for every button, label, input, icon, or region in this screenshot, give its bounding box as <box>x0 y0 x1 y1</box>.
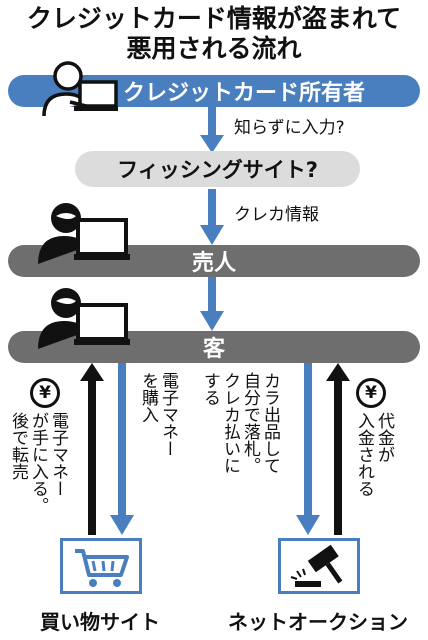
phishing-site-label: フィッシングサイト? <box>117 158 318 182</box>
arrow-buyer-to-auction <box>296 363 320 535</box>
label-net-auction: ネットオークション <box>228 610 408 634</box>
band-card-owner-label: クレジットカード所有者 <box>122 81 365 106</box>
title-line-1: クレジットカード情報が盗まれて <box>26 4 402 33</box>
text-shop-purchase: 電子マネー を購入 <box>138 372 178 457</box>
arrow-buyer-to-shop <box>110 363 134 535</box>
arrow-seller-to-buyer <box>200 277 224 331</box>
hooded-person-laptop-icon <box>38 203 130 264</box>
band-buyer-label: 客 <box>202 337 225 362</box>
arrow-phishing-to-seller <box>200 189 224 245</box>
arrow-auction-to-buyer <box>326 363 350 535</box>
yen-icon: ¥ <box>356 378 386 408</box>
shopping-cart-icon <box>75 549 129 587</box>
title-line-2: 悪用される流れ <box>126 34 302 63</box>
gavel-icon <box>290 544 343 587</box>
note-card-info: クレカ情報 <box>234 205 319 225</box>
text-auction-payment: 代金が 入金される <box>354 412 394 497</box>
note-unknowing-input: 知らずに入力? <box>234 118 345 138</box>
auction-site-box <box>278 538 360 594</box>
text-auction-fake-listing: カラ出品して 自分で落札。 クレカ払いに する <box>200 372 280 474</box>
arrow-owner-to-phishing <box>200 107 224 153</box>
hooded-person-laptop-icon <box>38 288 130 349</box>
label-shop-site: 買い物サイト <box>40 610 160 634</box>
shop-site-box <box>60 538 142 594</box>
arrow-shop-to-buyer <box>80 363 104 535</box>
text-shop-return: 電子マネー が手に入る。 後で転売 <box>8 412 68 514</box>
band-seller-label: 売人 <box>191 251 236 276</box>
yen-icon: ¥ <box>30 378 60 408</box>
phishing-site-cloud: フィッシングサイト? <box>75 151 360 187</box>
person-laptop-icon <box>42 61 118 116</box>
